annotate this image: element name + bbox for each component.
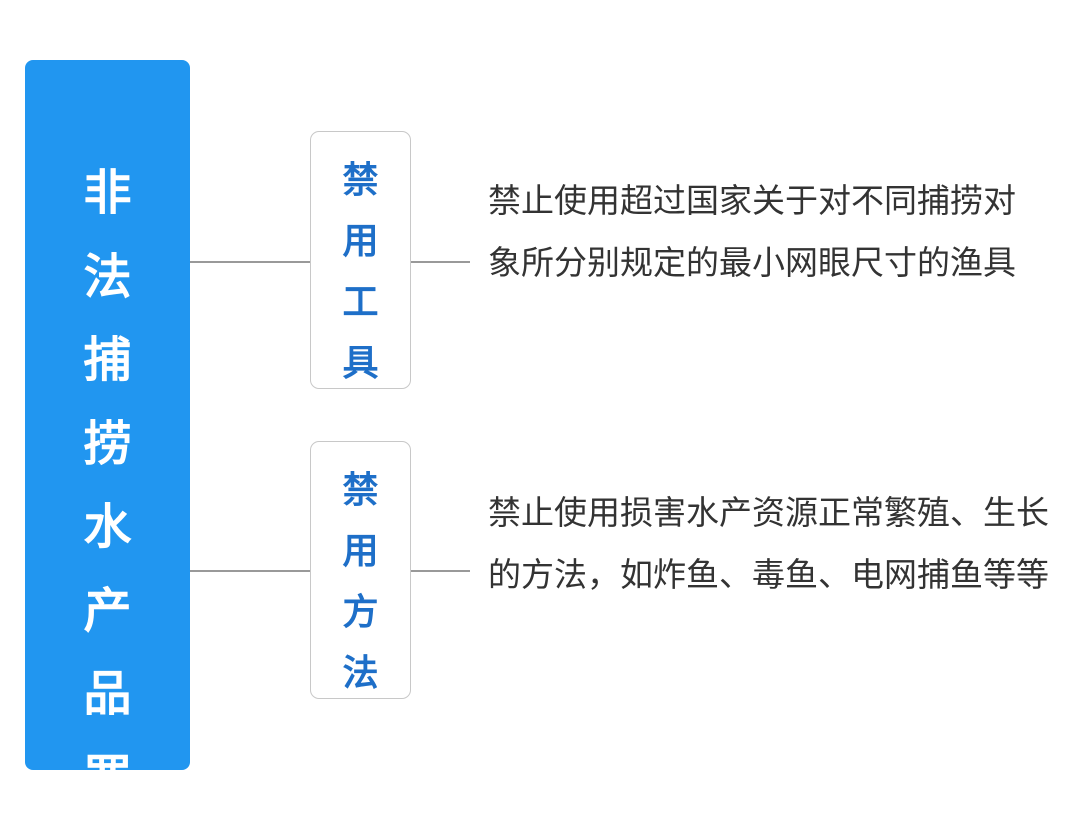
branch-description-tools: 禁止使用超过国家关于对不同捕捞对象所分别规定的最小网眼尺寸的渔具 [488, 181, 1016, 282]
branch-label: 禁用工具 [342, 160, 379, 384]
branch-node-methods: 禁用方法 [310, 441, 411, 699]
branch-label: 禁用方法 [342, 470, 379, 694]
root-label: 非法捕捞水产品罪 [83, 165, 132, 806]
branch-description-methods: 禁止使用损害水产资源正常繁殖、生长的方法，如炸鱼、毒鱼、电网捕鱼等等 [488, 493, 1049, 594]
connector-line-2 [190, 570, 310, 572]
root-node: 非法捕捞水产品罪 [25, 60, 190, 806]
branch-node-tools: 禁用工具 [310, 131, 411, 389]
connector-line-2b [410, 570, 470, 572]
connector-line-1 [190, 261, 310, 263]
connector-line-1b [410, 261, 470, 263]
